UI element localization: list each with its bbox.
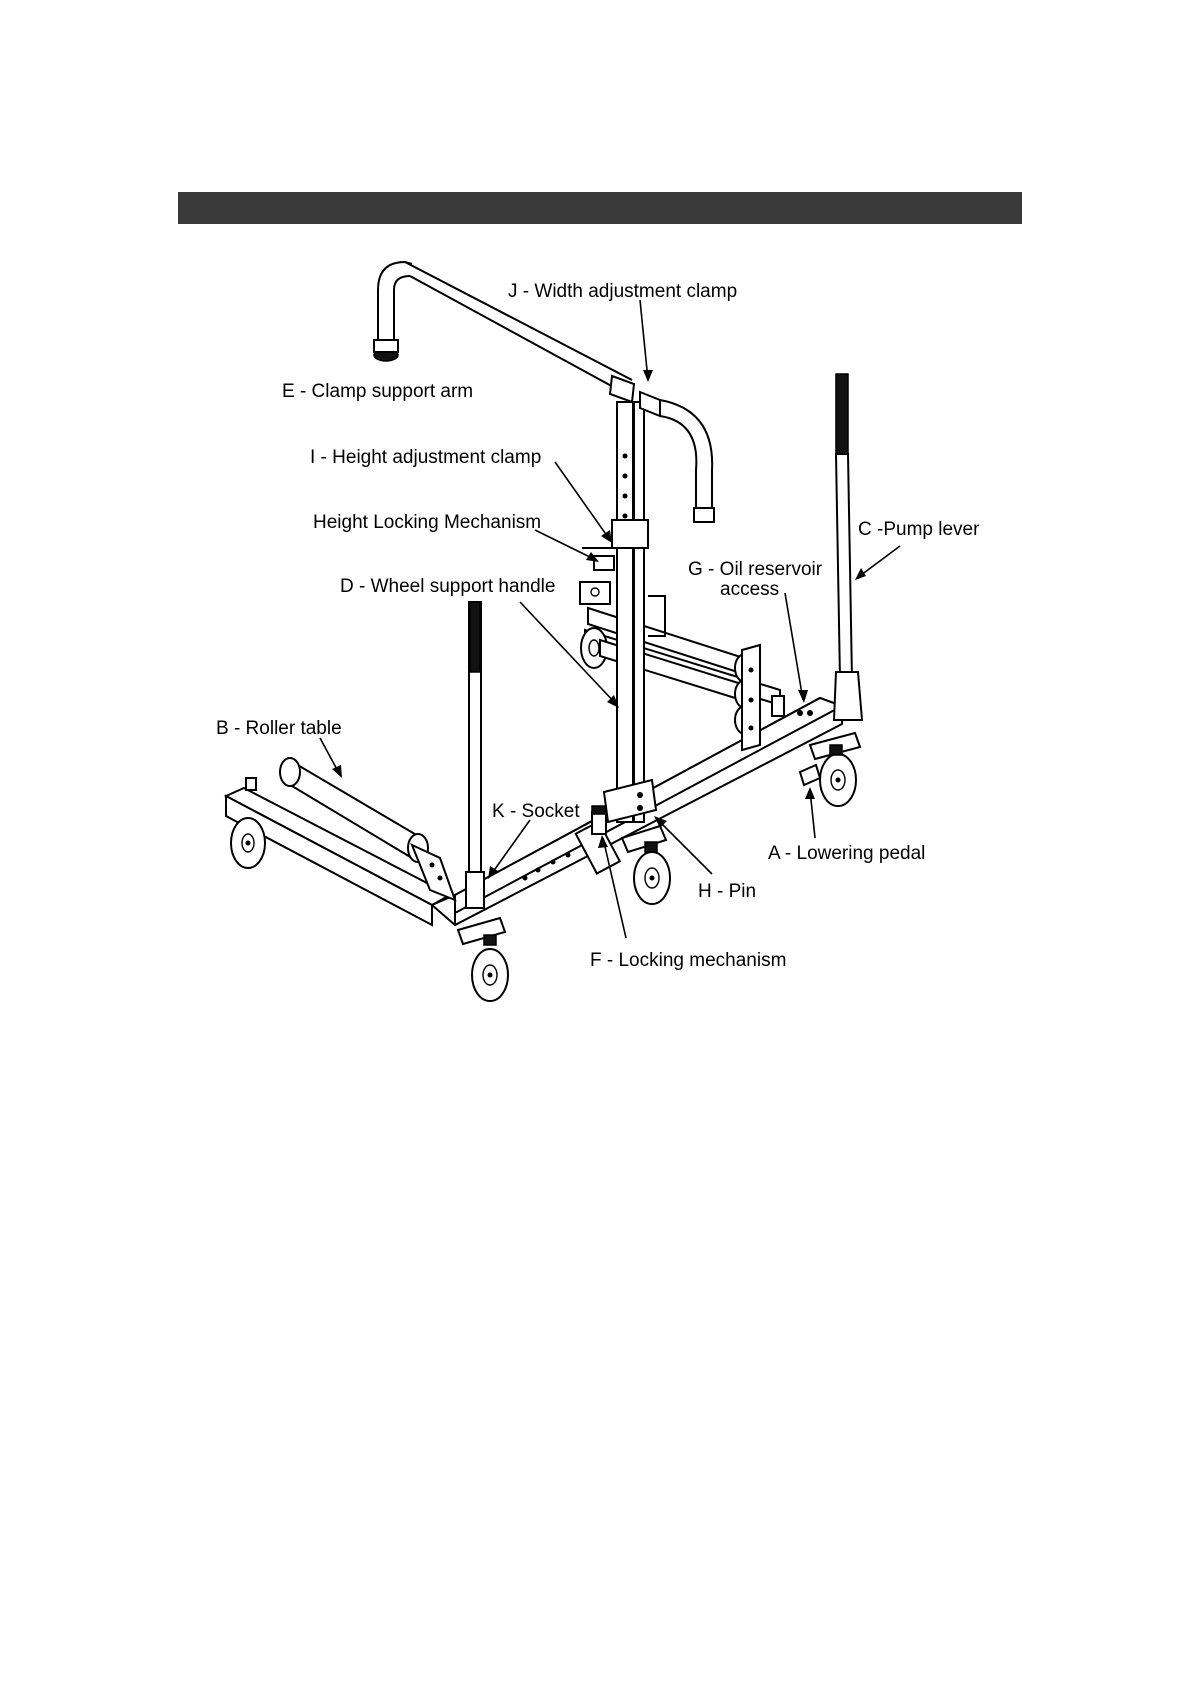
pump-lever	[834, 374, 862, 720]
label-height-lock: Height Locking Mechanism	[313, 512, 541, 533]
label-g-line2: access	[720, 579, 779, 600]
height-lock-knob	[594, 556, 614, 570]
label-f: F - Locking mechanism	[590, 950, 786, 971]
caster-center	[622, 826, 670, 904]
label-b: B - Roller table	[216, 718, 342, 739]
label-g-line1: G - Oil reservoir	[688, 559, 823, 580]
caster-front-left	[458, 918, 508, 1001]
label-d: D - Wheel support handle	[340, 576, 555, 597]
label-k: K - Socket	[492, 801, 580, 822]
lowering-pedal-shape	[800, 765, 820, 785]
wheel-support-handle	[466, 602, 484, 908]
label-c: C -Pump lever	[858, 519, 980, 540]
locking-mechanism-pin	[592, 806, 606, 834]
label-a: A - Lowering pedal	[768, 843, 925, 864]
caster-left-rear	[231, 818, 265, 868]
label-i: I - Height adjustment clamp	[310, 447, 541, 468]
label-e: E - Clamp support arm	[282, 381, 473, 402]
label-h: H - Pin	[698, 881, 756, 902]
label-j: J - Width adjustment clamp	[508, 281, 737, 302]
